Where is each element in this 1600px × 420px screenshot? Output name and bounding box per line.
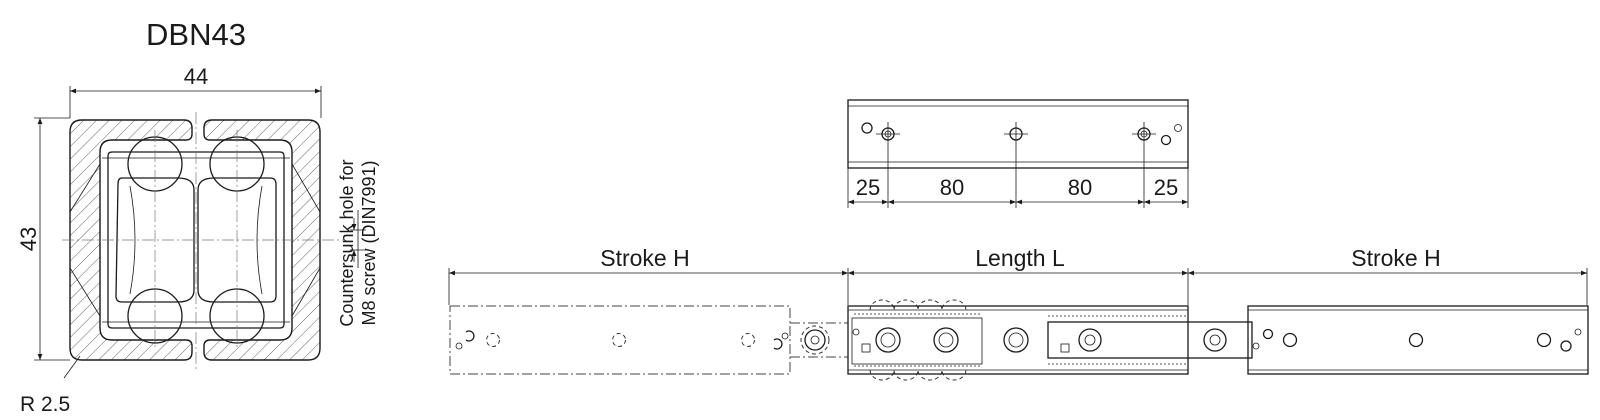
countersink-note-line2: M8 screw (DIN7991) [359,160,379,325]
top-plate [847,99,1189,169]
model-title: DBN43 [146,17,246,52]
ball-bottom-right [209,288,265,344]
cage-left [115,177,195,303]
stroke-right-label: Stroke H [1351,245,1440,271]
carriage-roller [1003,327,1029,353]
side-view: Stroke H Length L Stroke H [448,245,1589,381]
height-label: 43 [16,227,41,251]
ball-bottom-left [127,288,183,344]
inner-link-strip [1047,321,1253,359]
profile-right-half [203,119,321,361]
width-label: 44 [184,64,208,89]
dim-edge-left: 25 [856,175,880,200]
height-dimension: 43 [16,117,70,361]
pin-hole [1160,134,1172,146]
cage-right [197,177,277,303]
top-view: 25 80 80 25 [847,99,1189,208]
pin-hole [861,122,873,134]
countersink-note-line1: Countersunk hole for [337,159,357,326]
rail-hole [1536,332,1552,348]
carriage-roller [933,327,959,353]
rail-hole [1282,332,1298,348]
slider-carriage [847,305,1189,375]
profile-left-half [69,119,193,361]
dim-edge-right: 25 [1154,175,1178,200]
radius-label: R 2.5 [20,393,70,416]
dim-pitch-2: 80 [1068,175,1092,200]
cross-section-view: DBN43 44 43 [16,17,379,416]
extended-rail-phantom [449,305,791,375]
rail-hole [1408,332,1424,348]
extended-rail-right [1247,305,1589,375]
carriage-roller [875,327,901,353]
end-roller-right [1203,328,1227,352]
dim-pitch-1: 80 [940,175,964,200]
width-dimension: 44 [69,64,322,118]
end-roller-left [804,329,826,351]
stroke-left-label: Stroke H [600,245,689,271]
length-label: Length L [975,245,1065,271]
